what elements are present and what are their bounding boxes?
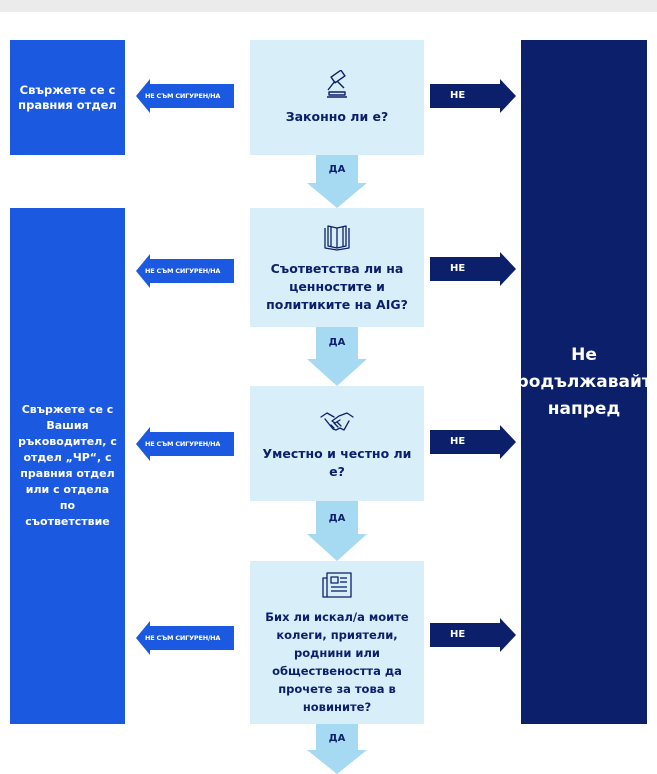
step-values: Съответства ли на ценностите и политикит… [250,208,424,327]
contact-legal-text: Свържете се с правния отдел [18,82,117,112]
no-label: НЕ [450,263,466,274]
yes-arrow: ДА [307,501,367,561]
unsure-label: НЕ СЪМ СИГУРЕН/НА [145,92,221,100]
no-label: НЕ [450,436,466,447]
step-legal: Законно ли е? [250,40,424,155]
gavel-icon [327,69,347,98]
no-label: НЕ [450,90,466,101]
unsure-label: НЕ СЪМ СИГУРЕН/НА [145,267,221,275]
unsure-arrow [136,254,234,288]
unsure-arrow [136,79,234,113]
do-not-proceed-text: Не продължавайте напред [504,344,657,419]
yes-label: ДА [328,513,346,524]
no-arrow [430,425,516,459]
top-bar [0,0,657,12]
no-arrow [430,79,516,113]
contact-manager-text: Свържете се с Вашия ръководител, с отдел… [18,403,117,528]
unsure-label: НЕ СЪМ СИГУРЕН/НА [145,634,221,642]
yes-arrow: ДА [307,327,367,386]
unsure-arrow [136,427,234,461]
unsure-label: НЕ СЪМ СИГУРЕН/НА [145,440,221,448]
yes-arrow: ДА [307,724,367,774]
yes-label: ДА [328,164,346,175]
do-not-proceed-box: Не продължавайте напред [505,40,657,724]
step-question: Законно ли е? [285,108,389,124]
no-label: НЕ [450,629,466,640]
contact-manager-box: Свържете се с Вашия ръководител, с отдел… [10,208,125,724]
yes-label: ДА [328,733,346,744]
contact-legal-box: Свържете се с правния отдел [10,40,125,155]
step-question: Уместно и честно ли е? [262,445,412,479]
step-news: Бих ли искал/а моите колеги, приятели, р… [250,561,424,724]
step-question: Съответства ли на ценностите и политикит… [266,260,408,312]
book-icon [324,224,350,251]
no-arrow [430,618,516,652]
step-question: Бих ли искал/а моите колеги, приятели, р… [265,609,409,714]
handshake-icon [320,411,354,431]
no-arrow [430,252,516,286]
yes-arrow: ДА [307,155,367,208]
newspaper-icon [322,571,352,598]
step-fair: Уместно и честно ли е? [250,386,424,501]
yes-label: ДА [328,337,346,348]
unsure-arrow [136,621,234,655]
